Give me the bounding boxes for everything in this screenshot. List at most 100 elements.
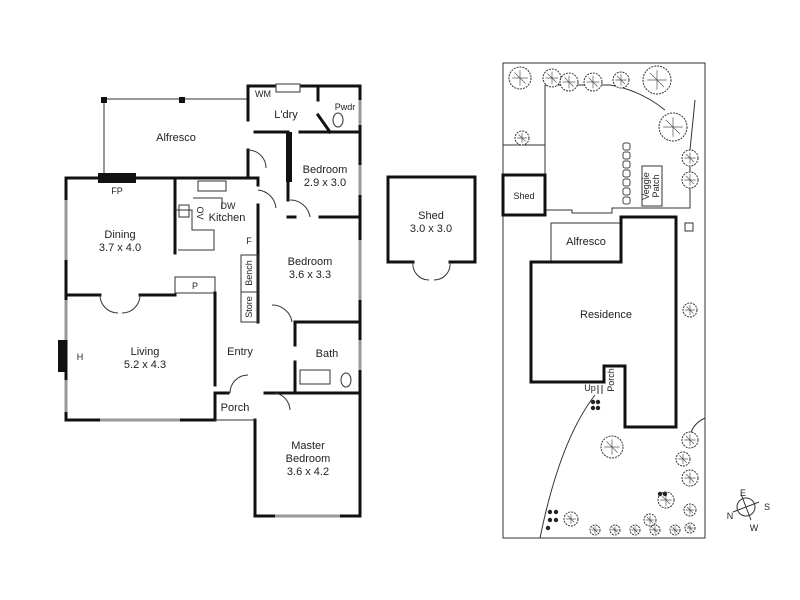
shrub-icon	[657, 491, 663, 497]
tree-detail	[604, 439, 620, 455]
shrub-icon	[545, 525, 551, 531]
post	[179, 97, 185, 103]
powder-wall	[315, 84, 333, 135]
compass: E N S W	[727, 488, 770, 533]
tree-detail	[678, 454, 688, 464]
porch-wall	[213, 391, 230, 422]
heater-label: H	[77, 352, 84, 362]
compass-n: N	[727, 511, 734, 521]
heater	[58, 340, 66, 372]
bedroom2-label: Bedroom	[303, 164, 348, 176]
ov-label: OV	[195, 206, 205, 219]
bench-label: Bench	[244, 260, 254, 286]
bedroom3-label: Bedroom	[288, 256, 333, 268]
compass-w: W	[750, 523, 759, 533]
kitchen-door	[257, 189, 277, 209]
alfresco-label: Alfresco	[156, 132, 196, 144]
dining-size: 3.7 x 4.0	[99, 242, 141, 254]
shrub-icon	[547, 517, 553, 523]
fridge-label: F	[246, 236, 252, 246]
site-plan: Shed Veggie Patch Alfresco Residence Por…	[501, 62, 706, 539]
residence-outline	[529, 215, 678, 429]
living-size: 5.2 x 4.3	[124, 359, 166, 371]
living-outer-wall	[64, 176, 217, 422]
up-label: Up	[584, 383, 596, 393]
site-porch-label: Porch	[606, 368, 616, 392]
master-label: Master	[291, 440, 325, 452]
dining-doors	[99, 294, 141, 314]
fireplace	[98, 173, 136, 183]
bath-label: Bath	[316, 348, 339, 360]
kitchen-label: Kitchen	[209, 212, 246, 224]
store-label: Store	[244, 296, 254, 318]
pot-icon	[622, 142, 631, 151]
cooktop	[178, 204, 190, 218]
tree-detail	[684, 152, 696, 164]
store	[240, 291, 259, 323]
post	[101, 97, 107, 103]
shrub-icon	[662, 491, 668, 497]
windows	[64, 200, 180, 422]
tree-detail	[611, 526, 619, 534]
compass-e: E	[740, 488, 746, 498]
pot-icon	[622, 196, 631, 205]
shrub-icon	[590, 405, 596, 411]
bath-wall	[263, 320, 362, 395]
tree-detail	[615, 74, 627, 86]
entry-door	[229, 374, 249, 394]
tree-detail	[631, 526, 639, 534]
fp-label: FP	[111, 186, 123, 196]
shrub-icon	[590, 399, 596, 405]
site-boundary	[502, 62, 706, 539]
tree-detail	[647, 70, 667, 90]
dining-label: Dining	[104, 229, 135, 241]
garden-pots	[622, 142, 631, 205]
compass-s: S	[764, 502, 770, 512]
tree-detail	[591, 526, 599, 534]
master-size: 3.6 x 4.2	[287, 466, 329, 478]
bedroom2-door	[289, 199, 311, 218]
pot-icon	[622, 178, 631, 187]
pot-icon	[622, 187, 631, 196]
veggie-label: Veggie	[641, 172, 651, 200]
washing-machine	[275, 83, 301, 93]
tree-detail	[684, 472, 696, 484]
bedroom3-size: 3.6 x 3.3	[289, 269, 331, 281]
site-alfresco	[550, 222, 621, 262]
tree-detail	[663, 117, 683, 137]
pantry-label: P	[192, 281, 198, 291]
house-floor-plan: Alfresco WM L'dry Pwdr Bedroom 2.9 x 3.0…	[58, 83, 362, 518]
wm-label: WM	[255, 89, 271, 99]
tree-detail	[684, 174, 696, 186]
dining-kitchen-top-wall	[64, 176, 260, 187]
porch-label: Porch	[221, 402, 250, 414]
tree-detail	[671, 526, 679, 534]
powder-label: Pwdr	[335, 102, 356, 112]
tree-detail	[586, 75, 600, 89]
bathtub	[299, 369, 331, 385]
tree-detail	[685, 505, 695, 515]
shrub-icon	[595, 405, 601, 411]
bedroom3-door	[271, 304, 293, 323]
tree-detail	[686, 524, 694, 532]
tree-detail	[684, 434, 696, 446]
sink	[197, 180, 227, 192]
patch-label: Patch	[651, 174, 661, 197]
steps	[597, 385, 603, 394]
pantry	[174, 276, 216, 294]
tree-detail	[566, 514, 576, 524]
tree-detail	[512, 70, 528, 86]
alfresco-door	[247, 149, 267, 169]
shed-size: 3.0 x 3.0	[410, 223, 452, 235]
shrub-icon	[553, 517, 559, 523]
site-alfresco-label: Alfresco	[566, 236, 606, 248]
shrub-icon	[553, 509, 559, 515]
compass-arrows	[732, 493, 760, 521]
compass-ring	[736, 497, 756, 517]
living-label: Living	[131, 346, 160, 358]
tree-detail	[517, 133, 527, 143]
shed-doors	[412, 261, 451, 281]
tank	[684, 222, 694, 232]
tree-detail	[645, 515, 655, 525]
